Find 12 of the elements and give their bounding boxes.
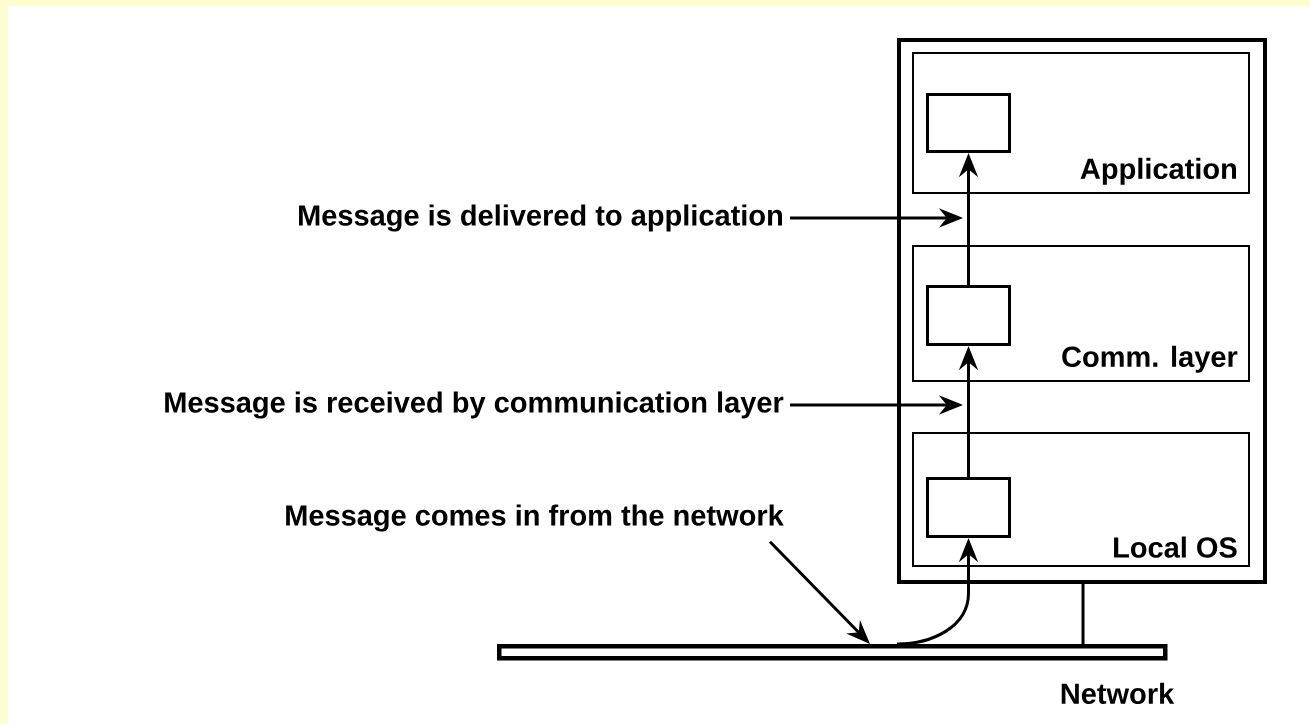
- layer-box: Comm. layer: [912, 245, 1250, 382]
- node-label: Network: [1061, 682, 1175, 705]
- annotation-text: Message is received by communication layer: [165, 391, 784, 419]
- layer-box: Application: [912, 52, 1250, 194]
- box: [926, 477, 1011, 538]
- annotation-text: Message is delivered to application: [299, 204, 782, 232]
- box: [926, 93, 1011, 153]
- connector-line: [1081, 584, 1085, 644]
- box: [926, 285, 1011, 346]
- layer-box: Local OS: [912, 432, 1250, 567]
- annotation-text: Message comes in from the network: [286, 504, 784, 532]
- network-bar: Network: [497, 644, 1175, 704]
